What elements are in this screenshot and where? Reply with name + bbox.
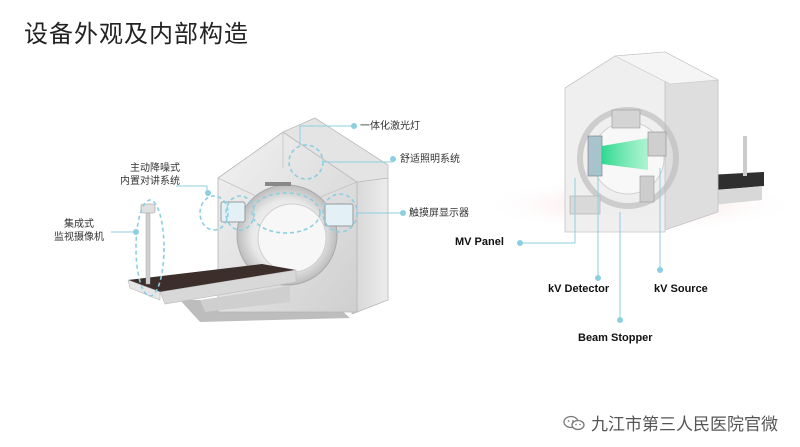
label-lighting: 舒适照明系统 (400, 154, 460, 165)
label-intercom-line1: 主动降噪式 (130, 163, 180, 174)
left-machine (111, 117, 406, 322)
label-intercom-line2: 内置对讲系统 (120, 176, 180, 187)
right-machine (480, 51, 800, 323)
watermark-text: 九江市第三人民医院官微 (591, 415, 778, 435)
label-camera-line2: 监视摄像机 (54, 232, 104, 243)
label-intercom: 主动降噪式 内置对讲系统 (100, 162, 180, 188)
label-camera-line1: 集成式 (64, 219, 94, 230)
label-touchscreen: 触摸屏显示器 (409, 208, 469, 219)
wechat-icon (563, 415, 585, 430)
page-title: 设备外观及内部构造 (24, 20, 249, 48)
label-kv-source: kV Source (654, 283, 708, 295)
watermark: 九江市第三人民医院官微 (563, 410, 778, 435)
label-camera: 集成式 监视摄像机 (48, 218, 110, 244)
label-kv-detector: kV Detector (548, 283, 610, 295)
label-beam-stopper: Beam Stopper (578, 332, 653, 344)
label-laser: 一体化激光灯 (360, 121, 420, 132)
label-mv-panel: MV Panel (455, 236, 504, 248)
